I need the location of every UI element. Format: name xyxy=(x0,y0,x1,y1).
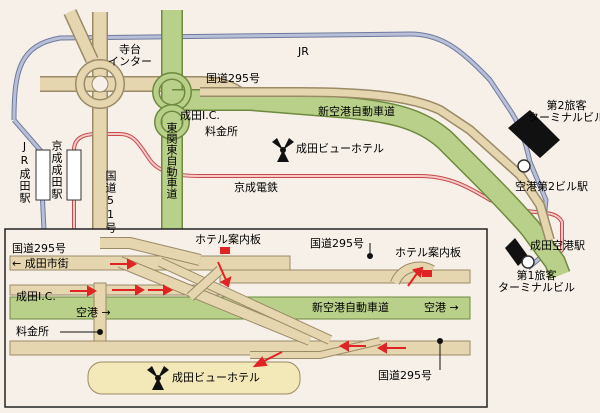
inset-tollgate-label: 料金所 xyxy=(16,325,49,338)
route-arrows xyxy=(70,258,424,368)
inset-route295-bottom-label: 国道295号 xyxy=(378,369,432,382)
station-circle-icon xyxy=(521,255,535,269)
terminal1-label: 第1旅客 ターミナルビル xyxy=(498,269,575,295)
inset-hotel-sign-2-label: ホテル案内板 xyxy=(395,246,461,259)
station-circle-icon xyxy=(517,159,531,173)
narita-kuko-station-label: 成田空港駅 xyxy=(530,239,585,252)
sign-marker-icon xyxy=(422,270,432,277)
hotel-trefoil-icon xyxy=(147,366,169,390)
terminal-building-icon xyxy=(508,110,560,158)
jr-narita-station-label: JR成田駅 xyxy=(18,140,31,204)
inset-narita-shigai-label: ← 成田市街 xyxy=(12,257,69,270)
inset-narita-view-hotel-label: 成田ビューホテル xyxy=(172,371,260,384)
keisei-line-label: 京成電鉄 xyxy=(234,181,278,194)
terminal2-label: 第2旅客 ターミナルビル xyxy=(528,99,600,125)
narita-view-hotel-top-label: 成田ビューホテル xyxy=(296,142,384,155)
jr-narita-station-marker xyxy=(35,149,51,201)
inset-route295-mid-label: 国道295号 xyxy=(310,237,364,250)
inset-kuko-right-label: 空港 → xyxy=(424,301,459,314)
tollgate-top-label: 料金所 xyxy=(205,125,238,138)
kuko-dai2-station-label: 空港第2ビル駅 xyxy=(515,180,588,193)
narita-ic-label: 成田I.C. xyxy=(180,109,220,122)
keisei-narita-station-label: 京成成田駅 xyxy=(50,140,63,200)
hotel-trefoil-icon xyxy=(272,138,294,162)
keisei-narita-station-marker xyxy=(66,149,82,201)
inset-route295-left-label: 国道295号 xyxy=(12,242,66,255)
inset-shin-kuko-label: 新空港自動車道 xyxy=(312,301,389,314)
teradai-ic-label: 寺台 インター xyxy=(108,43,152,69)
inset-hotel-block xyxy=(87,361,301,395)
inset-hotel-sign-1-label: ホテル案内板 xyxy=(195,233,261,246)
shin-kuko-top-label: 新空港自動車道 xyxy=(318,105,395,118)
inset-kuko-left-label: 空港 → xyxy=(76,306,111,319)
jr-line-label: JR xyxy=(298,45,309,58)
inset-narita-ic-label: 成田I.C. xyxy=(16,290,56,303)
higashi-kanto-label: 東関東自動車道 xyxy=(165,122,178,199)
sign-marker-icon xyxy=(220,247,230,254)
route295-top-label: 国道295号 xyxy=(206,72,260,85)
route51-label: 国道51号 xyxy=(104,170,117,234)
